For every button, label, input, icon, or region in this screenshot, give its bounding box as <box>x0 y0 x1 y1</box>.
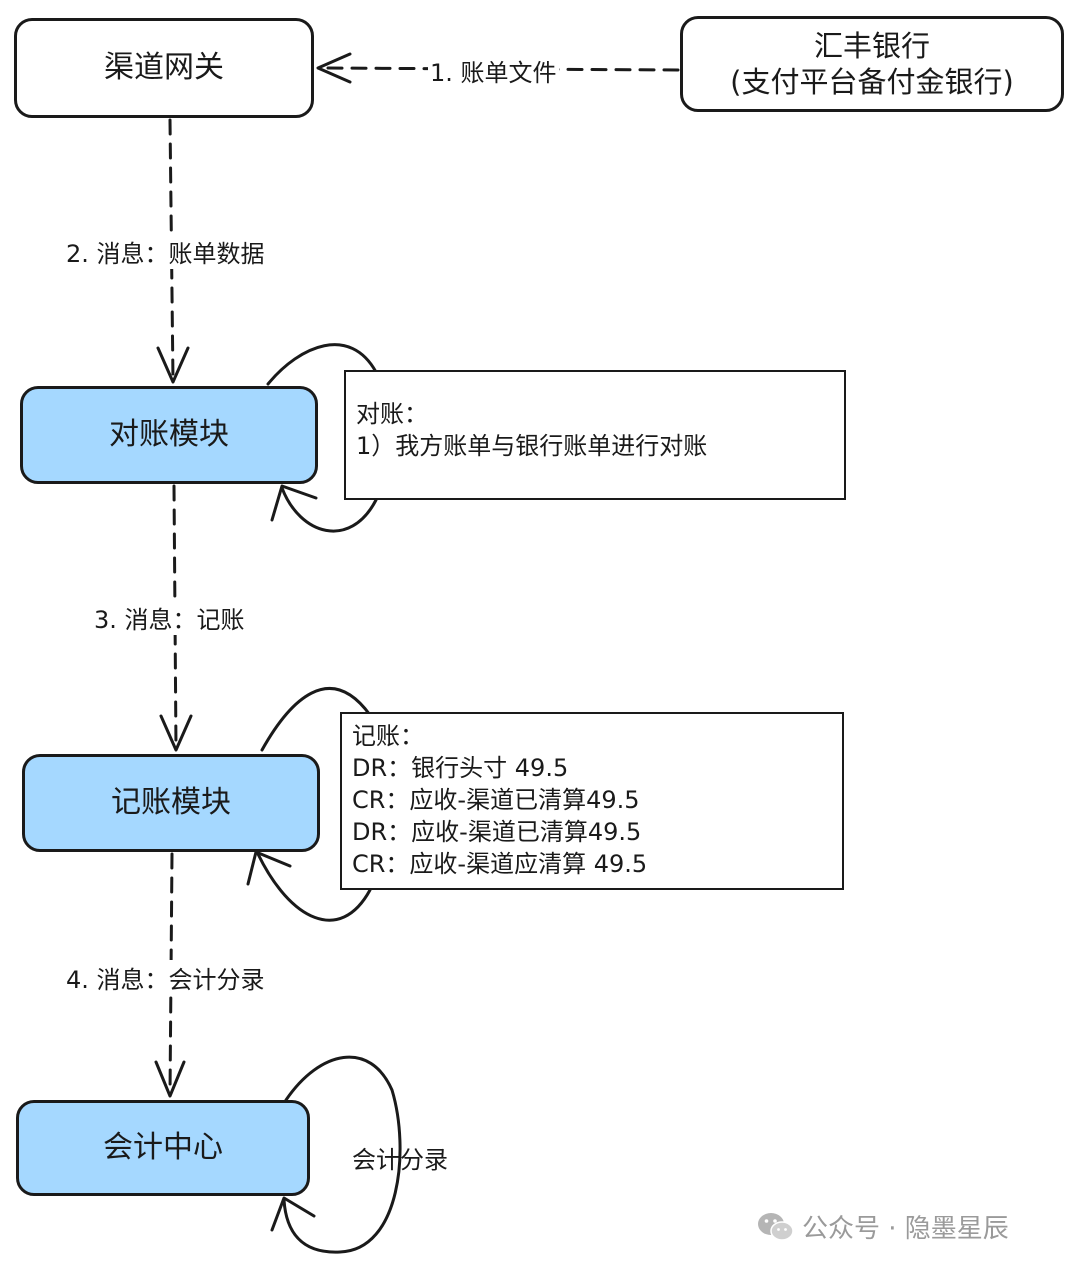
edge-label-bill-data: 2. 消息：账单数据 <box>64 234 267 269</box>
arrowhead-recon <box>156 346 190 384</box>
booking-note-entry-4: CR：应收-渠道应清算 49.5 <box>352 850 648 878</box>
watermark-text: 公众号 · 隐墨星辰 <box>802 1214 1009 1244</box>
self-loop-accounting <box>282 1055 402 1254</box>
channel-gateway-label: 渠道网关 <box>104 50 224 86</box>
arrowhead-gateway <box>316 52 352 84</box>
wechat-icon <box>758 1212 794 1241</box>
hsbc-bank-role: (支付平台备付金银行) <box>730 65 1014 99</box>
booking-module-label: 记账模块 <box>111 785 231 821</box>
hsbc-bank-name: 汇丰银行 <box>813 28 930 63</box>
arrowhead-self-loop-accounting <box>270 1196 316 1232</box>
accounting-center-node: 会计中心 <box>16 1100 310 1196</box>
booking-note-entry-2: CR：应收-渠道已清算49.5 <box>352 786 640 814</box>
reconciliation-module-node: 对账模块 <box>20 386 318 484</box>
edge-label-booking: 3. 消息：记账 <box>92 600 247 635</box>
booking-note-entry-3: DR：应收-渠道已清算49.5 <box>352 818 642 846</box>
edge-label-accounting-entry: 4. 消息：会计分录 <box>64 960 267 995</box>
reconciliation-note-title: 对账： <box>356 400 428 428</box>
hsbc-bank-node: 汇丰银行 (支付平台备付金银行) <box>680 16 1064 112</box>
arrowhead-self-loop-recon <box>270 484 318 522</box>
self-loop-recon <box>266 343 378 533</box>
edge-label-bill-file: 1. 账单文件 <box>428 53 559 88</box>
arrowhead-accounting <box>154 1060 186 1098</box>
watermark: 公众号 · 隐墨星辰 <box>756 1208 1009 1245</box>
booking-module-node: 记账模块 <box>22 754 320 852</box>
channel-gateway-node: 渠道网关 <box>14 18 314 118</box>
booking-note: 记账： DR：银行头寸 49.5 CR：应收-渠道已清算49.5 DR：应收-渠… <box>340 712 844 890</box>
self-loop-booking <box>256 687 372 922</box>
accounting-center-label: 会计中心 <box>103 1130 223 1166</box>
arrowhead-booking <box>159 714 193 752</box>
arrowhead-self-loop-booking <box>246 850 292 886</box>
reconciliation-note: 对账： 1）我方账单与银行账单进行对账 <box>344 370 846 500</box>
booking-note-entry-1: DR：银行头寸 49.5 <box>352 754 569 782</box>
accounting-loop-label: 会计分录 <box>352 1146 448 1174</box>
booking-note-title: 记账： <box>352 722 424 750</box>
reconciliation-module-label: 对账模块 <box>109 417 229 453</box>
reconciliation-note-item: 1）我方账单与银行账单进行对账 <box>356 432 708 460</box>
